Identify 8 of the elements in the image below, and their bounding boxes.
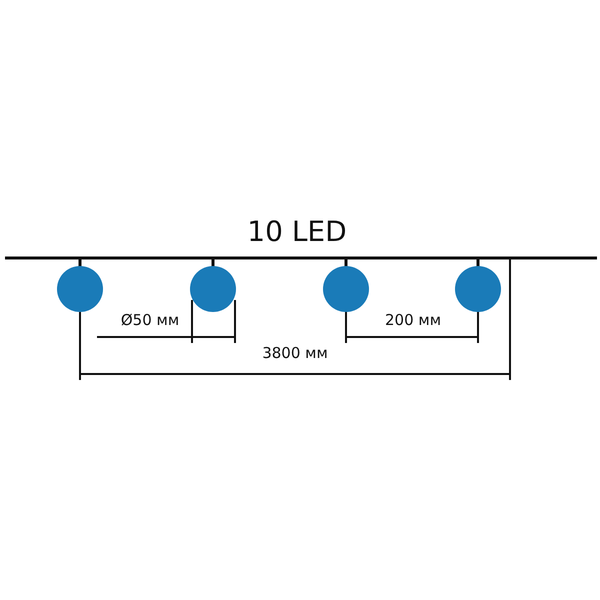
dimension-label: 3800 мм xyxy=(262,344,328,362)
bulb-circle xyxy=(323,266,369,312)
bulb-circle xyxy=(57,266,103,312)
dimension-label: 200 мм xyxy=(384,311,442,329)
bulb-circle xyxy=(190,266,236,312)
title: 10 LED xyxy=(247,215,347,248)
dimension-label: Ø50 мм xyxy=(120,311,180,329)
bulb-circle xyxy=(455,266,501,312)
